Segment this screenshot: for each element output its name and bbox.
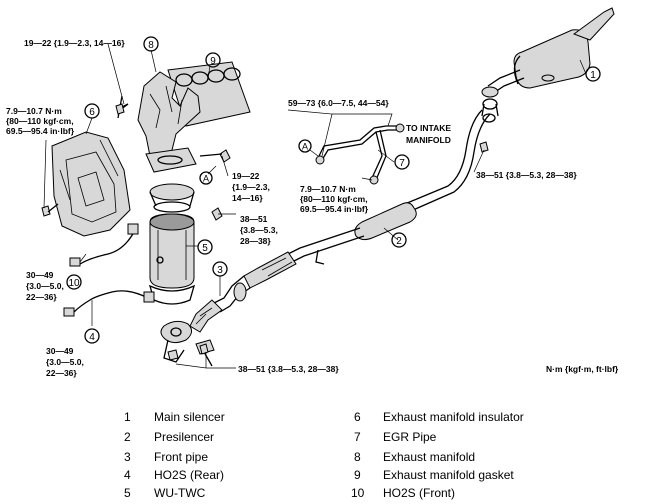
svg-text:{3.0—5.0,: {3.0—5.0, xyxy=(46,357,84,367)
svg-text:38—51: 38—51 xyxy=(240,214,268,224)
torque-manifold-bolt: 19—22 {1.9—2.3, 14—16} xyxy=(24,38,125,48)
ref-a-manifold: A xyxy=(199,171,213,185)
callout-3: 3 xyxy=(212,261,228,277)
exhaust-manifold xyxy=(117,71,201,173)
svg-text:5: 5 xyxy=(202,243,208,254)
exhaust-manifold-insulator xyxy=(51,131,131,237)
hanger-front xyxy=(315,249,325,265)
bolts xyxy=(41,103,489,361)
callout-7: 7 xyxy=(394,154,410,170)
svg-text:6: 6 xyxy=(89,107,95,118)
svg-text:1: 1 xyxy=(590,70,596,81)
svg-text:59—73 {6.0—7.5, 44—54}: 59—73 {6.0—7.5, 44—54} xyxy=(288,98,389,108)
svg-text:7.9—10.7 N·m: 7.9—10.7 N·m xyxy=(300,184,356,194)
units-note: N·m {kgf·m, ft·lbf} xyxy=(546,364,619,374)
svg-text:22—36}: 22—36} xyxy=(26,292,57,302)
svg-text:22—36}: 22—36} xyxy=(46,368,77,378)
svg-text:4: 4 xyxy=(89,332,95,343)
torque-labels: 19—22 {1.9—2.3, 14—16} 7.9—10.7 N·m {80—… xyxy=(6,38,619,378)
ho2s-rear-sensor xyxy=(63,290,155,317)
callout-10: 10 xyxy=(66,274,82,290)
callout-9: 9 xyxy=(205,52,221,68)
svg-text:19—22: 19—22 xyxy=(232,171,260,181)
callout-1: 1 xyxy=(585,66,601,82)
svg-text:{80—110 kgf·cm,: {80—110 kgf·cm, xyxy=(300,194,368,204)
main-silencer xyxy=(481,7,615,98)
presilencer-pipe xyxy=(287,109,491,263)
svg-text:7: 7 xyxy=(399,158,405,169)
svg-text:{3.0—5.0,: {3.0—5.0, xyxy=(26,281,64,291)
svg-text:30—49: 30—49 xyxy=(46,346,74,356)
svg-text:A: A xyxy=(302,142,308,152)
ref-a-egr: A xyxy=(298,139,319,157)
svg-text:8: 8 xyxy=(148,40,154,51)
callout-8: 8 xyxy=(143,36,159,52)
callout-6: 6 xyxy=(84,103,100,119)
svg-text:30—49: 30—49 xyxy=(26,270,54,280)
callout-5: 5 xyxy=(197,239,213,255)
svg-text:3: 3 xyxy=(217,265,223,276)
front-pipe xyxy=(160,251,297,367)
hanger-rear xyxy=(481,98,499,123)
svg-text:{1.9—2.3,: {1.9—2.3, xyxy=(232,182,270,192)
svg-text:7.9—10.7 N·m: 7.9—10.7 N·m xyxy=(6,106,62,116)
svg-text:A: A xyxy=(203,174,209,184)
callout-4: 4 xyxy=(84,328,100,344)
egr-pipe xyxy=(315,123,405,185)
svg-text:28—38}: 28—38} xyxy=(240,236,271,246)
svg-text:38—51 {3.8—5.3, 28—38}: 38—51 {3.8—5.3, 28—38} xyxy=(476,170,577,180)
intake-manifold-note: TO INTAKE xyxy=(406,123,451,133)
svg-text:{3.8—5.3,: {3.8—5.3, xyxy=(240,225,278,235)
leader-lines xyxy=(43,43,587,369)
svg-text:38—51 {3.8—5.3, 28—38}: 38—51 {3.8—5.3, 28—38} xyxy=(238,364,339,374)
callout-2: 2 xyxy=(391,232,407,248)
svg-text:{80—110 kgf·cm,: {80—110 kgf·cm, xyxy=(6,116,74,126)
svg-text:9: 9 xyxy=(210,56,216,67)
svg-text:10: 10 xyxy=(68,278,80,289)
svg-text:2: 2 xyxy=(396,236,402,247)
svg-text:MANIFOLD: MANIFOLD xyxy=(406,135,451,145)
svg-text:69.5—95.4 in·lbf}: 69.5—95.4 in·lbf} xyxy=(6,126,75,136)
svg-text:69.5—95.4 in·lbf}: 69.5—95.4 in·lbf} xyxy=(300,204,369,214)
svg-text:14—16}: 14—16} xyxy=(232,193,263,203)
wu-twc-converter xyxy=(148,183,196,305)
